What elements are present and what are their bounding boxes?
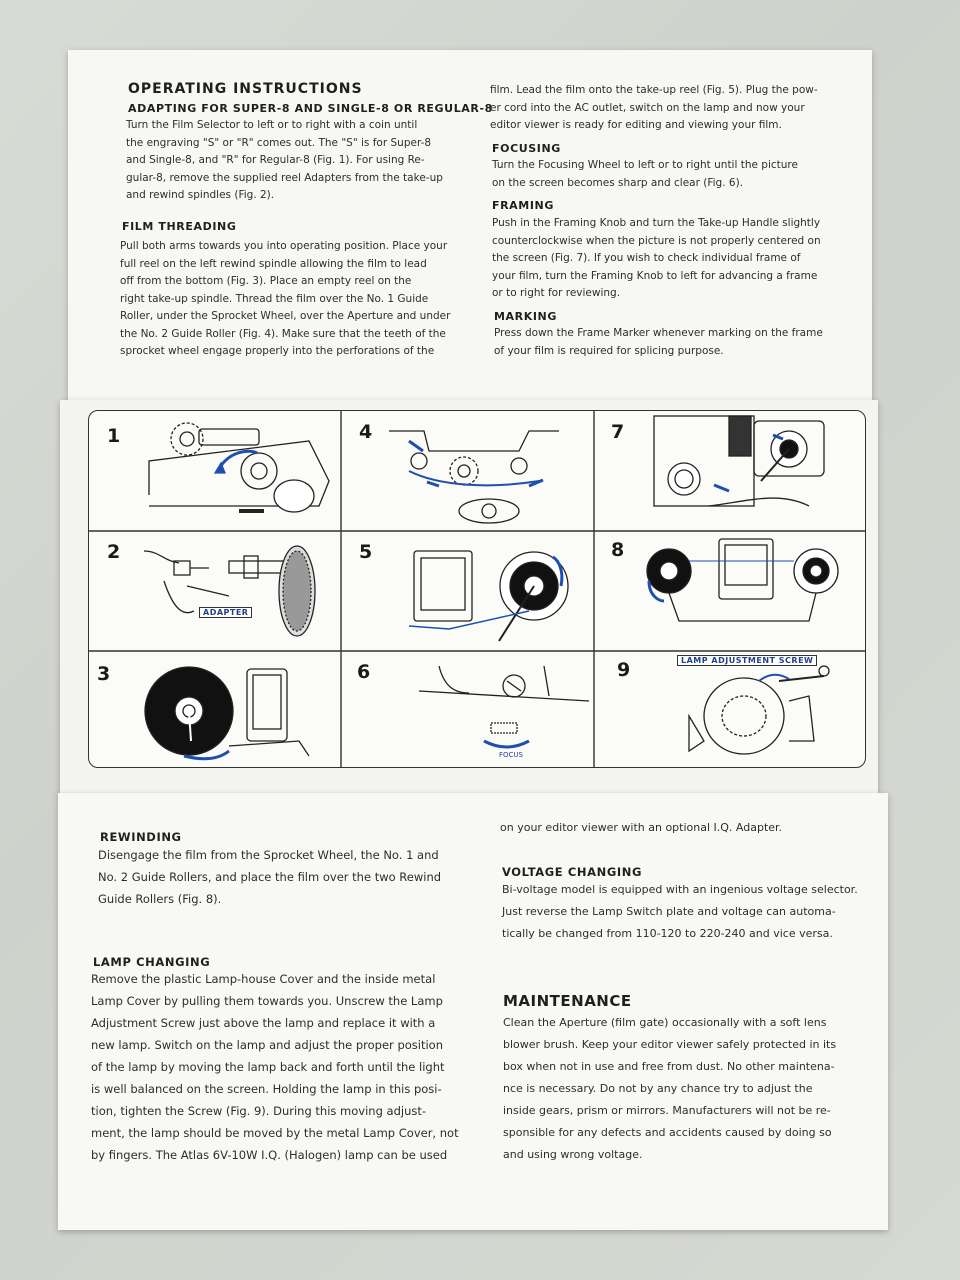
text-line: of the lamp by moving the lamp back and …	[91, 1060, 445, 1074]
text-line: counterclockwise when the picture is not…	[492, 234, 821, 247]
adapting-heading: ADAPTING FOR SUPER-8 AND SINGLE-8 OR REG…	[128, 102, 493, 115]
text-line: Lamp Cover by pulling them towards you. …	[91, 994, 443, 1008]
adapter-label: ADAPTER	[199, 607, 253, 618]
text-line: gular-8, remove the supplied reel Adapte…	[126, 171, 443, 184]
text-line: film. Lead the film onto the take-up ree…	[490, 84, 818, 96]
maintenance-text: Clean the Aperture (film gate) occasiona…	[503, 1012, 836, 1166]
figure-8-drawing	[646, 538, 839, 622]
lamp-changing-heading: LAMP CHANGING	[93, 955, 211, 969]
lamp-changing-text: Remove the plastic Lamp-house Cover and …	[91, 968, 459, 1166]
text-line: and using wrong voltage.	[503, 1148, 643, 1161]
text-line: tically be changed from 110-120 to 220-2…	[502, 927, 833, 940]
figure-9-drawing	[688, 665, 830, 755]
figure-7-drawing	[653, 415, 825, 507]
marking-heading: MARKING	[494, 310, 557, 323]
framing-text: Push in the Framing Knob and turn the Ta…	[492, 215, 821, 303]
lamp-continued-text: on your editor viewer with an optional I…	[500, 821, 783, 834]
text-line: by fingers. The Atlas 6V-10W I.Q. (Halog…	[91, 1148, 448, 1162]
focusing-text: Turn the Focusing Wheel to left or to ri…	[492, 157, 798, 192]
text-line: sponsible for any defects and accidents …	[503, 1126, 832, 1139]
text-line: Press down the Frame Marker whenever mar…	[494, 327, 823, 339]
adapting-text: Turn the Film Selector to left or to rig…	[126, 117, 443, 205]
figure-number: 2	[107, 541, 121, 563]
text-line: Just reverse the Lamp Switch plate and v…	[502, 905, 836, 918]
lamp-adjustment-screw-label: LAMP ADJUSTMENT SCREW	[677, 655, 818, 666]
text-line: Remove the plastic Lamp-house Cover and …	[91, 972, 436, 986]
text-line: Clean the Aperture (film gate) occasiona…	[503, 1016, 827, 1029]
text-line: off from the bottom (Fig. 3). Place an e…	[120, 275, 412, 287]
voltage-changing-heading: VOLTAGE CHANGING	[502, 865, 643, 879]
voltage-changing-text: Bi-voltage model is equipped with an ing…	[502, 879, 858, 945]
text-line: right take-up spindle. Thread the film o…	[120, 292, 429, 305]
rewinding-text: Disengage the film from the Sprocket Whe…	[98, 844, 441, 910]
figure-number: 6	[357, 661, 371, 683]
text-line: Turn the Film Selector to left or to rig…	[126, 119, 418, 131]
text-line: ment, the lamp should be moved by the me…	[91, 1126, 459, 1140]
figure-4-drawing	[389, 430, 559, 524]
focus-label: FOCUS	[499, 751, 523, 759]
text-line: Bi-voltage model is equipped with an ing…	[502, 883, 858, 896]
marking-text: Press down the Frame Marker whenever mar…	[494, 325, 823, 360]
text-line: on the screen becomes sharp and clear (F…	[492, 176, 744, 189]
text-line: Pull both arms towards you into operatin…	[120, 240, 448, 252]
text-line: or to right for reviewing.	[492, 287, 621, 299]
film-threading-text: Pull both arms towards you into operatin…	[120, 238, 450, 361]
figure-number: 1	[107, 425, 121, 447]
maintenance-heading: MAINTENANCE	[503, 992, 632, 1010]
text-line: No. 2 Guide Rollers, and place the film …	[98, 870, 442, 884]
text-line: Disengage the film from the Sprocket Whe…	[98, 848, 439, 862]
figure-6-drawing	[418, 665, 590, 749]
text-line: Roller, under the Sprocket Wheel, over t…	[120, 310, 451, 322]
text-line: is well balanced on the screen. Holding …	[91, 1082, 442, 1096]
framing-heading: FRAMING	[492, 199, 554, 212]
film-threading-heading: FILM THREADING	[122, 220, 237, 233]
text-line: blower brush. Keep your editor viewer sa…	[503, 1038, 837, 1051]
text-line: and Single-8, and "R" for Regular-8 (Fig…	[126, 154, 425, 166]
text-line: Turn the Focusing Wheel to left or to ri…	[492, 159, 798, 171]
figure-illustrations	[89, 411, 865, 767]
text-line: the screen (Fig. 7). If you wish to chec…	[492, 252, 801, 264]
text-line: and rewind spindles (Fig. 2).	[126, 189, 275, 201]
text-line: tion, tighten the Screw (Fig. 9). During…	[91, 1104, 427, 1118]
figure-number: 4	[359, 421, 373, 443]
figure-number: 7	[611, 421, 625, 443]
text-line: Adjustment Screw just above the lamp and…	[91, 1016, 436, 1030]
text-line: the No. 2 Guide Roller (Fig. 4). Make su…	[120, 327, 446, 340]
figure-1-drawing	[148, 422, 330, 513]
figure-grid: 1 2 3 4 5 6 7 8 9 ADAPTER FOCUS LAMP ADJ…	[88, 410, 866, 768]
figure-2-drawing	[143, 545, 316, 637]
page-title: OPERATING INSTRUCTIONS	[128, 81, 363, 97]
focusing-heading: FOCUSING	[492, 142, 561, 155]
text-line: full reel on the left rewind spindle all…	[120, 257, 427, 270]
figure-number: 3	[97, 663, 111, 685]
figure-5-drawing	[408, 550, 569, 642]
text-line: new lamp. Switch on the lamp and adjust …	[91, 1038, 443, 1052]
text-line: inside gears, prism or mirrors. Manufact…	[503, 1104, 831, 1117]
figure-3-drawing	[144, 666, 310, 761]
figure-number: 5	[359, 541, 373, 563]
text-line: sprocket wheel engage properly into the …	[120, 345, 435, 357]
text-line: your film, turn the Framing Knob to left…	[492, 269, 818, 282]
threading-continued-text: film. Lead the film onto the take-up ree…	[490, 82, 818, 135]
text-line: of your film is required for splicing pu…	[494, 344, 724, 357]
text-line: Guide Rollers (Fig. 8).	[98, 892, 222, 906]
rewinding-heading: REWINDING	[100, 830, 182, 844]
text-line: box when not in use and free from dust. …	[503, 1060, 835, 1073]
bottom-panel	[58, 793, 888, 1230]
figure-number: 9	[617, 659, 631, 681]
figure-number: 8	[611, 539, 625, 561]
text-line: er cord into the AC outlet, switch on th…	[490, 101, 805, 114]
top-panel	[68, 50, 872, 402]
text-line: Push in the Framing Knob and turn the Ta…	[492, 217, 821, 229]
text-line: editor viewer is ready for editing and v…	[490, 119, 782, 131]
text-line: nce is necessary. Do not by any chance t…	[503, 1082, 813, 1095]
text-line: the engraving "S" or "R" comes out. The …	[126, 136, 432, 149]
